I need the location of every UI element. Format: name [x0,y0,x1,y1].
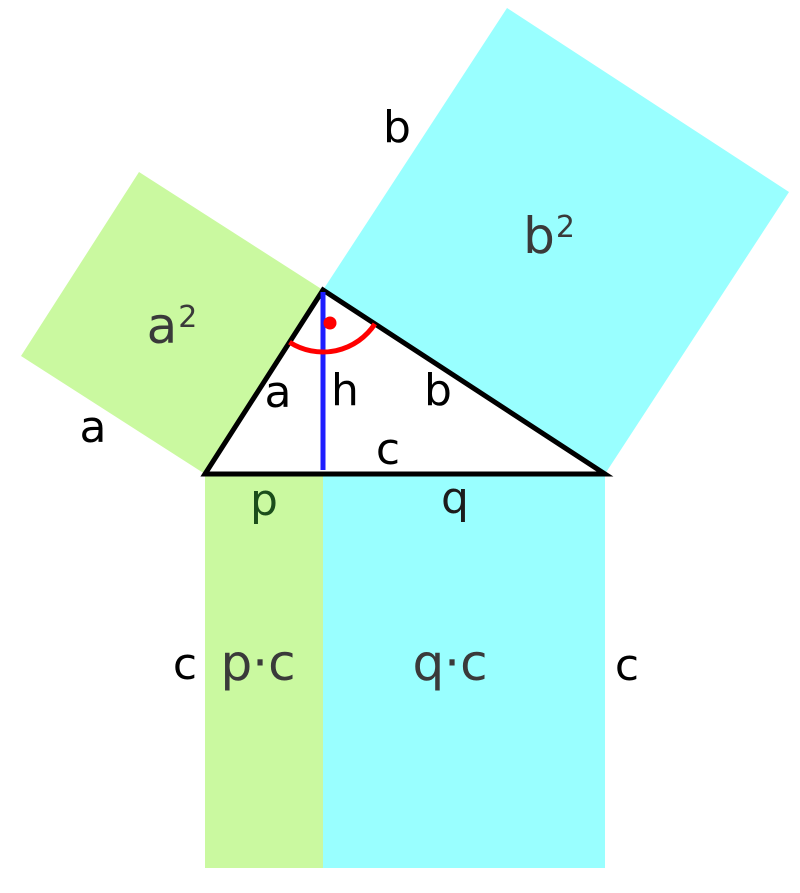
label-side-b-inner: b [424,365,452,416]
rect-pc [205,474,323,868]
square-a [21,172,323,474]
label-hypotenuse-c: c [375,424,401,475]
label-square-a: a2 [147,301,198,351]
label-rect-q-area: q·c [412,634,488,692]
square-b [323,8,789,474]
label-rect-q-side-c: c [614,640,640,691]
label-square-b-base: b [523,207,555,265]
label-side-b-outer: b [383,102,411,153]
triangle [200,286,614,477]
rect-qc [323,474,605,868]
right-angle-dot [323,316,337,330]
label-segment-p: p [250,475,278,526]
label-square-b: b2 [523,211,575,261]
label-side-a-inner: a [264,367,292,418]
label-segment-q: q [441,473,469,524]
label-rect-p-area: p·c [220,634,296,692]
label-rect-p-side-c: c [172,639,198,690]
label-square-a-sup: 2 [178,299,198,335]
label-square-b-sup: 2 [555,209,575,245]
label-square-a-base: a [146,297,178,355]
label-side-a-outer: a [79,402,107,453]
right-angle-arc [288,322,377,355]
label-altitude-h: h [331,365,359,416]
